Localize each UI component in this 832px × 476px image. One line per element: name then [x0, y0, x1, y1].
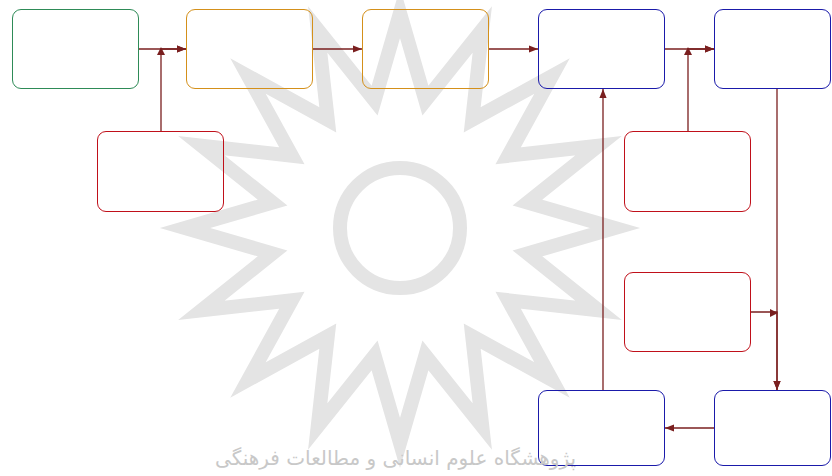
process-box — [362, 9, 489, 89]
process-box — [12, 9, 139, 89]
process-box — [624, 131, 751, 212]
process-box — [714, 390, 831, 466]
process-box — [714, 9, 831, 89]
watermark-text: پژوهشگاه علوم انسانی و مطالعات فرهنگی — [215, 446, 576, 470]
connector-arrow — [313, 48, 362, 49]
watermark-center — [340, 168, 460, 288]
connector-arrow — [602, 89, 603, 390]
connector-arrow — [161, 49, 186, 131]
connector-arrow — [688, 49, 714, 131]
connector-arrow — [751, 312, 777, 390]
process-box — [624, 272, 751, 352]
process-box — [186, 9, 313, 89]
process-box — [97, 131, 224, 212]
connector-arrow — [489, 48, 538, 49]
process-box — [538, 9, 665, 89]
watermark-star — [185, 13, 615, 443]
connector-arrow — [665, 427, 714, 428]
watermark-star — [185, 13, 615, 443]
